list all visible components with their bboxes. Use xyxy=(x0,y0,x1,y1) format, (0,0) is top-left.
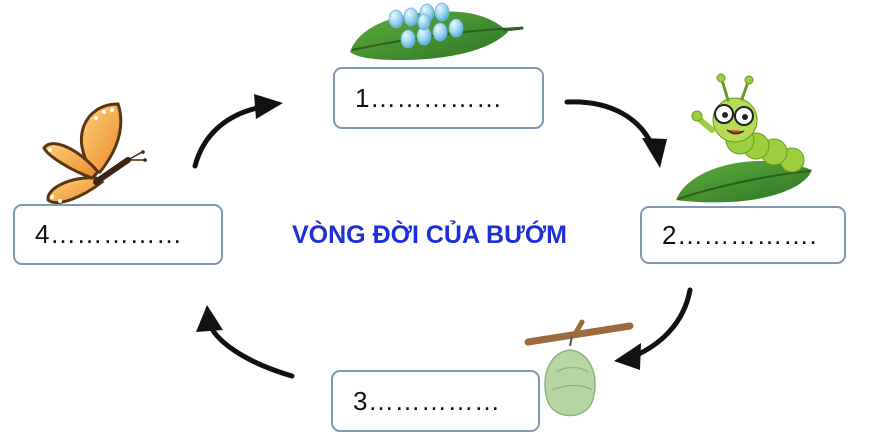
stage-3-label: 3…………… xyxy=(353,385,501,416)
stage-2-label: 2……………. xyxy=(662,219,818,250)
chrysalis-icon xyxy=(524,319,634,417)
caterpillar-on-leaf-icon xyxy=(676,73,812,203)
stage-3-answer-box[interactable]: 3…………… xyxy=(331,370,540,432)
stage-1-answer-box[interactable]: 1…………… xyxy=(333,67,544,129)
stage-4-answer-box[interactable]: 4…………… xyxy=(13,204,223,265)
arrow-4-to-1 xyxy=(192,94,283,169)
butterfly-icon xyxy=(42,102,147,205)
arrow-3-to-4 xyxy=(196,305,295,379)
stage-4-label: 4…………… xyxy=(35,219,183,249)
arrow-1-to-2 xyxy=(564,99,667,168)
stage-2-answer-box[interactable]: 2……………. xyxy=(640,206,846,264)
diagram-title: VÒNG ĐỜI CỦA BƯỚM xyxy=(292,221,567,249)
stage-1-label: 1…………… xyxy=(355,82,503,113)
arrow-2-to-3 xyxy=(614,287,693,370)
butterfly-eggs-on-leaf-icon xyxy=(350,2,524,60)
